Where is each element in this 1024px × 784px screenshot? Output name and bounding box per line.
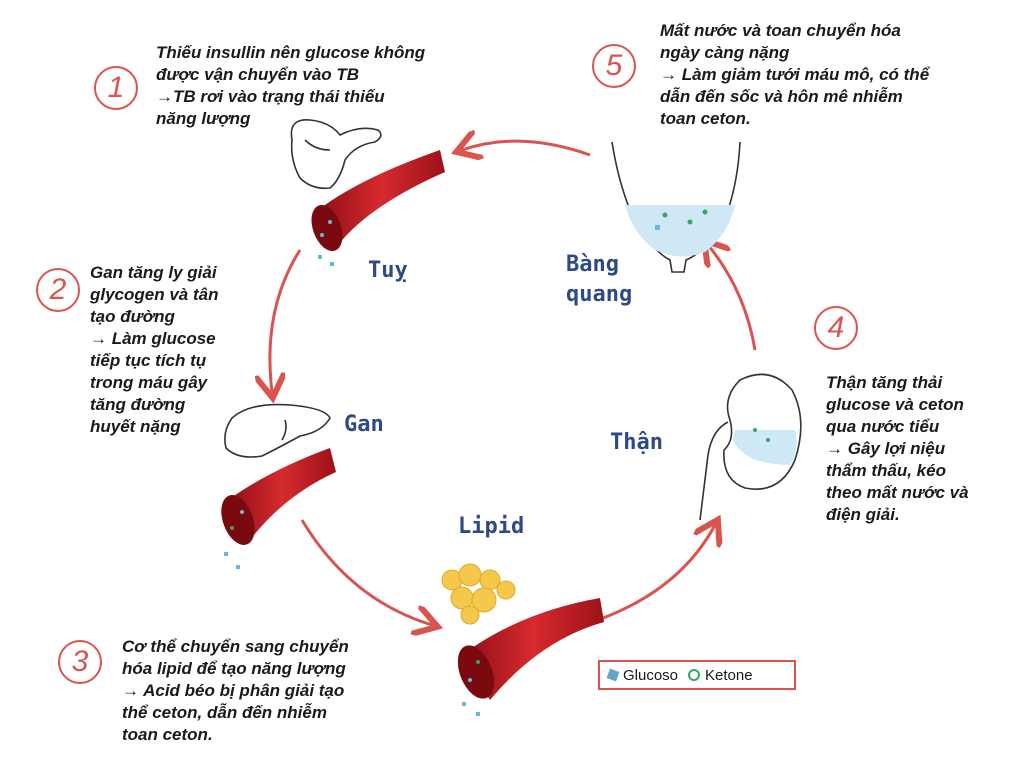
organ-label-kidney: Thận [610,430,663,455]
arrow-kidney-to-bladder [708,245,757,351]
step-3-number: 3 [58,640,102,684]
organ-label-liver: Gan [344,412,384,437]
legend: Glucoso Ketone [598,660,796,690]
ketone-marker-icon [688,669,701,681]
fat-cells-icon [441,563,516,625]
pancreas-icon [290,119,382,190]
legend-label-glucose: Glucoso [623,666,679,684]
organ-label-lipid: Lipid [458,514,525,539]
step-4-number: 4 [814,306,858,350]
step-5-number: 5 [592,44,636,88]
legend-item-glucose: Glucoso [606,666,679,684]
step-1-number: 1 [94,66,138,110]
arrow-lipid-to-kidney [597,525,715,622]
step-2-text: Gan tăng ly giải glycogen và tân tạo đườ… [90,263,219,436]
bladder-icon [611,141,741,273]
step-3-text: Cơ thể chuyển sang chuyển hóa lipid để t… [122,637,349,744]
organ-label-pancreas: Tuỵ [368,258,408,283]
step-5-text: Mất nước và toan chuyển hóa ngày càng nặ… [660,21,930,128]
blood-vessel-icon [311,150,445,266]
glucose-marker-icon [606,668,620,682]
step-2-number: 2 [36,268,80,312]
step-1-text: Thiếu insullin nên glucose không được vậ… [156,43,426,128]
legend-item-ketone: Ketone [688,667,753,684]
organ-label-bladder: Bàng quang [566,252,633,307]
arrow-pancreas-to-liver [270,249,302,392]
liver-icon [224,403,331,458]
arrow-bladder-to-pancreas [462,141,591,155]
kidney-icon [699,373,802,521]
arrow-liver-to-lipid [300,519,432,625]
step-4-text: Thận tăng thải glucose và ceton qua nước… [826,373,969,524]
legend-label-ketone: Ketone [705,666,753,684]
